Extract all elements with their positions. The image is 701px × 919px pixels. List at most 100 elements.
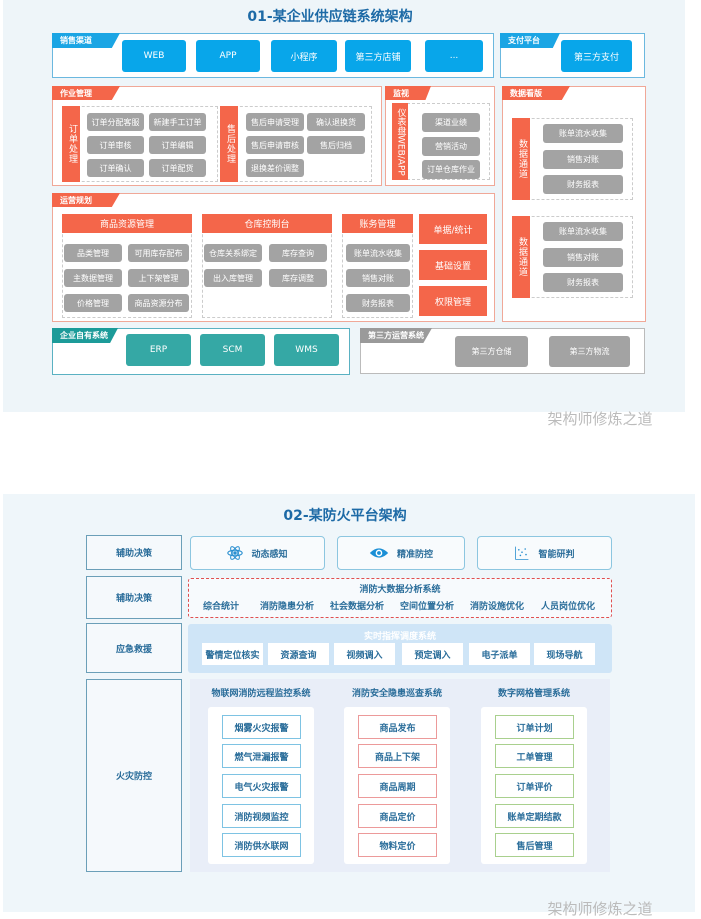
order-processing-item[interactable]: 订单配货 bbox=[149, 159, 206, 177]
sales-channel-item[interactable]: 第三方店铺 bbox=[345, 40, 411, 72]
sales-channel-item[interactable]: WEB bbox=[122, 40, 186, 72]
after-sales-item[interactable]: 售后归档 bbox=[307, 136, 365, 154]
goods-resource-item[interactable]: 可用库存配布 bbox=[128, 244, 189, 262]
row-label: 辅助决策 bbox=[86, 535, 182, 570]
dispatch-item[interactable]: 视频调入 bbox=[334, 643, 395, 665]
data-channel-label: 数据通道 bbox=[512, 216, 530, 298]
big-data-analysis-item[interactable]: 综合统计 bbox=[202, 601, 239, 612]
dispatch-item[interactable]: 预定调入 bbox=[402, 643, 463, 665]
data-channel-item[interactable]: 账单流水收集 bbox=[543, 124, 623, 143]
watermark-bottom: 架构师修炼之道 bbox=[547, 899, 653, 918]
sales-channel-item[interactable]: 小程序 bbox=[271, 40, 337, 72]
order-processing-item[interactable]: 订单审核 bbox=[87, 136, 144, 154]
big-data-analysis-item[interactable]: 人员岗位优化 bbox=[540, 601, 595, 612]
fire-system-item[interactable]: 售后管理 bbox=[495, 833, 574, 857]
third-party-item[interactable]: 第三方物流 bbox=[549, 336, 630, 367]
goods-resource-item[interactable]: 价格管理 bbox=[64, 294, 122, 312]
after-sales-item[interactable]: 售后申请审核 bbox=[246, 136, 304, 154]
supply-chain-title: 01-某企业供应链系统架构 bbox=[247, 9, 413, 25]
dispatch-item[interactable]: 资源查询 bbox=[268, 643, 329, 665]
planning-side-button[interactable]: 权限管理 bbox=[419, 286, 487, 316]
after-sales-label: 售后处理 bbox=[220, 106, 238, 182]
dispatch-item[interactable]: 电子派单 bbox=[469, 643, 530, 665]
sales-channel-item[interactable]: APP bbox=[196, 40, 260, 72]
own-systems-label: 企业自有系统 bbox=[52, 328, 118, 343]
fire-system-item[interactable]: 燃气泄漏报警 bbox=[222, 744, 301, 768]
sense-item-1[interactable]: 精准防控 bbox=[337, 536, 465, 570]
data-channel-item[interactable]: 销售对账 bbox=[543, 150, 623, 169]
fire-system-item[interactable]: 账单定期结款 bbox=[495, 804, 574, 828]
monitor-item[interactable]: 订单仓库作业 bbox=[422, 160, 480, 179]
fire-system-item[interactable]: 订单评价 bbox=[495, 774, 574, 798]
order-processing-item[interactable]: 订单编辑 bbox=[149, 136, 206, 154]
big-data-analysis-item[interactable]: 社会数据分析 bbox=[329, 601, 384, 612]
sense-item-label: 动态感知 bbox=[251, 549, 288, 560]
warehouse-console-item[interactable]: 库存调整 bbox=[269, 269, 327, 287]
goods-resource-item[interactable]: 主数据管理 bbox=[64, 269, 122, 287]
warehouse-console-item[interactable]: 仓库关系绑定 bbox=[204, 244, 262, 262]
monitor-label: 监视 bbox=[385, 86, 431, 100]
warehouse-console-title: 仓库控制台 bbox=[202, 214, 332, 233]
order-processing-item[interactable]: 订单确认 bbox=[87, 159, 144, 177]
fire-system-title: 数字网格管理系统 bbox=[497, 688, 570, 699]
row-label: 辅助决策 bbox=[86, 576, 182, 619]
accounting-item[interactable]: 财务报表 bbox=[346, 294, 410, 312]
data-channel-item[interactable]: 财务报表 bbox=[543, 175, 623, 194]
eye-icon bbox=[369, 546, 389, 560]
accounting-item[interactable]: 账单流水收集 bbox=[346, 244, 410, 262]
fire-system-item[interactable]: 消防供水联网 bbox=[222, 833, 301, 857]
data-channel-item[interactable]: 账单流水收集 bbox=[543, 222, 623, 241]
planning-side-button[interactable]: 基础设置 bbox=[419, 250, 487, 280]
own-system-item[interactable]: ERP bbox=[126, 334, 191, 366]
data-board-label: 数据看版 bbox=[502, 86, 570, 100]
fire-system-item[interactable]: 商品定价 bbox=[358, 804, 437, 828]
monitor-item[interactable]: 渠道业绩 bbox=[422, 113, 480, 132]
dispatch-item[interactable]: 警情定位核实 bbox=[202, 643, 263, 665]
data-channel-item[interactable]: 财务报表 bbox=[543, 273, 623, 292]
fire-system-item[interactable]: 工单管理 bbox=[495, 744, 574, 768]
data-channel-item[interactable]: 销售对账 bbox=[543, 248, 623, 267]
row-label: 应急救援 bbox=[86, 623, 182, 673]
fire-system-item[interactable]: 商品发布 bbox=[358, 715, 437, 739]
own-system-item[interactable]: SCM bbox=[200, 334, 265, 366]
accounting-item[interactable]: 销售对账 bbox=[346, 269, 410, 287]
planning-side-button[interactable]: 单据/统计 bbox=[419, 214, 487, 244]
warehouse-console-item[interactable]: 出入库管理 bbox=[204, 269, 262, 287]
order-processing-item[interactable]: 新建手工订单 bbox=[149, 113, 206, 131]
row-label: 火灾防控 bbox=[86, 679, 182, 872]
big-data-analysis-item[interactable]: 消防设施优化 bbox=[469, 601, 524, 612]
fire-system-item[interactable]: 电气火灾报警 bbox=[222, 774, 301, 798]
third-party-item[interactable]: 第三方仓储 bbox=[455, 336, 528, 367]
fire-system-item[interactable]: 物料定价 bbox=[358, 833, 437, 857]
fire-system-item[interactable]: 商品周期 bbox=[358, 774, 437, 798]
fire-system-item[interactable]: 烟雾火灾报警 bbox=[222, 715, 301, 739]
sense-item-0[interactable]: 动态感知 bbox=[190, 536, 325, 570]
dashboard-web-app-label: 仪表盘WEB/APP bbox=[392, 103, 408, 180]
big-data-analysis-item[interactable]: 空间位置分析 bbox=[399, 601, 454, 612]
sense-item-2[interactable]: 智能研判 bbox=[477, 536, 612, 570]
monitor-item[interactable]: 营销活动 bbox=[422, 137, 480, 156]
order-processing-item[interactable]: 订单分配客服 bbox=[87, 113, 144, 131]
after-sales-item[interactable]: 退换差价调整 bbox=[246, 159, 304, 177]
own-system-item[interactable]: WMS bbox=[274, 334, 339, 366]
fire-system-item[interactable]: 消防视频监控 bbox=[222, 804, 301, 828]
fire-system-title: 物联网消防远程监控系统 bbox=[211, 688, 311, 699]
after-sales-item[interactable]: 确认退换货 bbox=[307, 113, 365, 131]
warehouse-console-item[interactable]: 库存查询 bbox=[269, 244, 327, 262]
goods-resource-title: 商品资源管理 bbox=[62, 214, 192, 233]
operations-planning-label: 运营规划 bbox=[52, 193, 120, 207]
goods-resource-item[interactable]: 上下架管理 bbox=[128, 269, 189, 287]
goods-resource-item[interactable]: 商品资源分布 bbox=[128, 294, 189, 312]
sales-channel-item[interactable]: ... bbox=[425, 40, 483, 72]
big-data-analysis-item[interactable]: 消防隐患分析 bbox=[259, 601, 314, 612]
order-processing-label: 订单处理 bbox=[62, 106, 80, 182]
fire-system-item[interactable]: 订单计划 bbox=[495, 715, 574, 739]
sense-item-label: 精准防控 bbox=[396, 549, 433, 560]
big-data-analysis-title: 消防大数据分析系统 bbox=[359, 584, 441, 595]
fire-system-item[interactable]: 商品上下架 bbox=[358, 744, 437, 768]
payment-item[interactable]: 第三方支付 bbox=[561, 40, 632, 72]
dispatch-item[interactable]: 现场导航 bbox=[534, 643, 595, 665]
fire-system-title: 消防安全隐患巡查系统 bbox=[351, 688, 442, 699]
after-sales-item[interactable]: 售后申请受理 bbox=[246, 113, 304, 131]
goods-resource-item[interactable]: 品类管理 bbox=[64, 244, 122, 262]
